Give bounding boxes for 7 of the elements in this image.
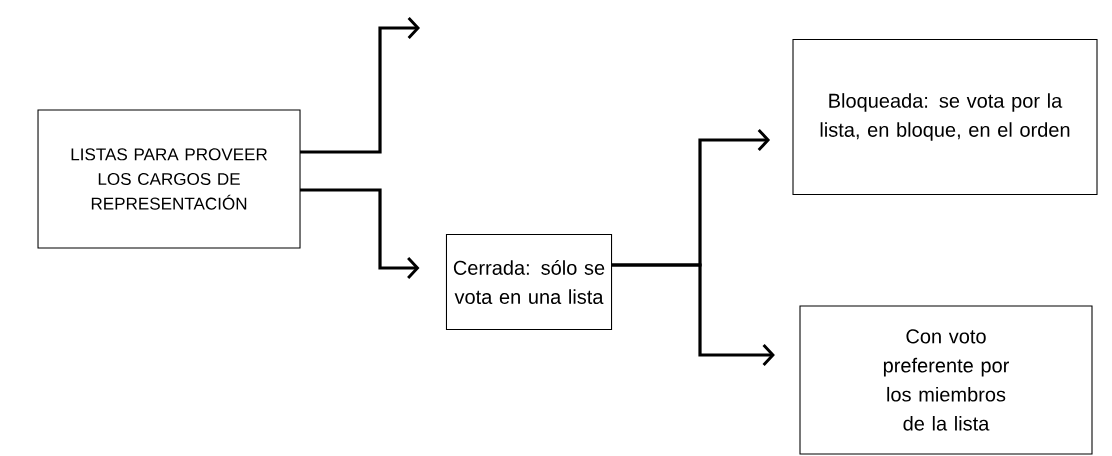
arrow [300,17,420,154]
arrow [611,263,775,366]
text-box: Cerrada: sólo se vota en una lista [445,234,613,330]
text-box: Bloqueada: se vota por la lista, en bloque, en el orden [792,39,1098,195]
text-box: Con voto preferente por los miembros de la lista [799,305,1093,455]
arrow [300,188,420,279]
text-box: LISTAS PARA PROVEER LOS CARGOS DE REPRESENTACIÓN [37,109,301,249]
